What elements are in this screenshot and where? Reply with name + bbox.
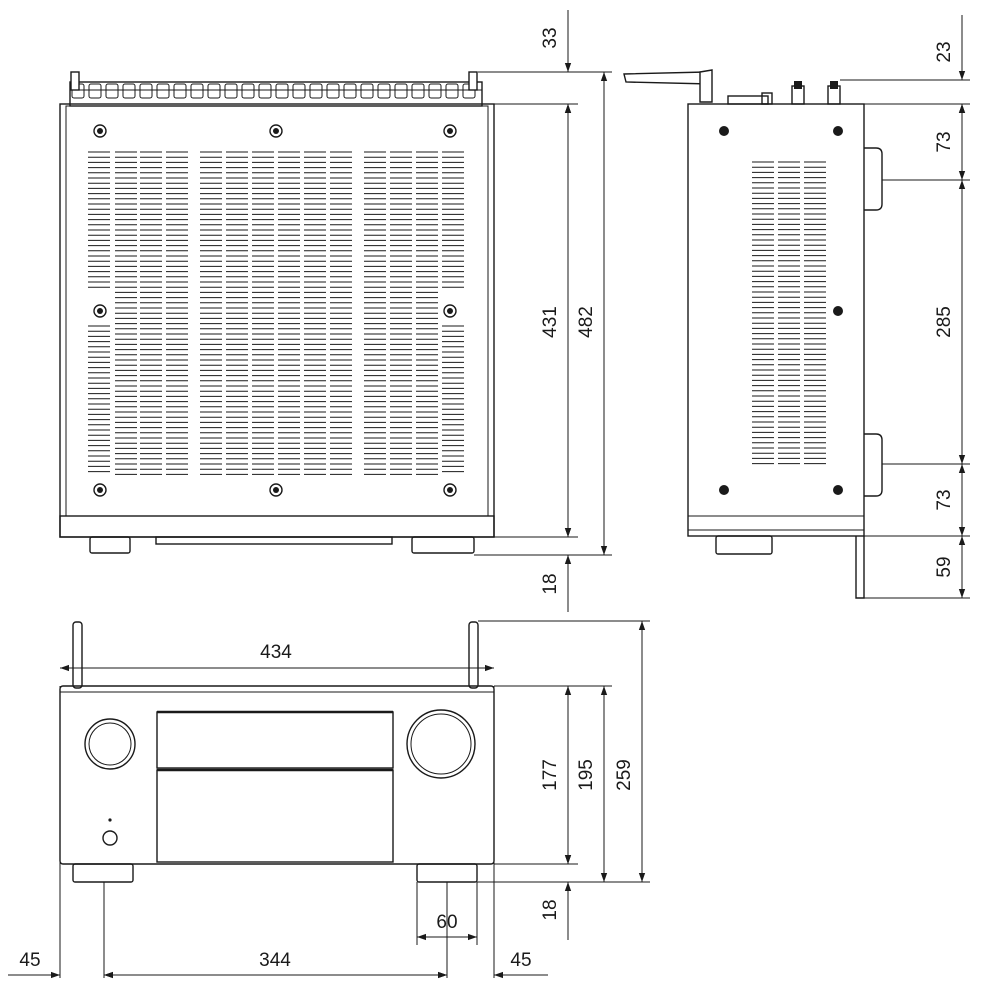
front-display-panel [156, 711, 394, 769]
front-door-panel [156, 769, 394, 863]
dim-front-height-feet-label: 195 [576, 759, 597, 791]
top-foot-right [411, 536, 475, 554]
dim-front-foot-width-label: 60 [436, 912, 457, 933]
top-view: 33 431 482 18 [59, 10, 612, 612]
side-handle-lower [864, 433, 883, 497]
dim-front-foot-height-label: 18 [540, 899, 561, 920]
front-foot-right [416, 863, 478, 883]
front-view: 434 177 195 259 18 60 45 344 45 [8, 620, 650, 979]
dim-total-depth-label: 482 [576, 306, 597, 338]
side-vent-grille [752, 161, 826, 465]
dim-side-middle-label: 285 [934, 306, 955, 338]
dim-front-foot-spacing-label: 344 [259, 950, 291, 971]
front-knob-right [406, 709, 476, 779]
dim-front-width-label: 434 [260, 642, 292, 663]
front-knob-left [84, 718, 136, 770]
rear-terminal-strip [69, 81, 483, 107]
dim-front-right-offset-label: 45 [510, 950, 531, 971]
side-foot [715, 535, 773, 555]
dim-side-top-offset-label: 23 [934, 41, 955, 62]
side-screws [719, 126, 843, 495]
front-power-led [108, 818, 112, 822]
top-vent-grille [88, 151, 464, 475]
dim-side-lower-label: 73 [934, 489, 955, 510]
dim-foot-height-label-top: 18 [540, 573, 561, 594]
top-front-lip [155, 536, 393, 545]
side-top-connectors [727, 81, 841, 105]
front-antenna-right [468, 621, 479, 689]
side-handle-upper [864, 147, 883, 211]
dim-front-body-height-label: 177 [540, 759, 561, 791]
dim-front-height-antenna-label: 259 [614, 759, 635, 791]
front-power-button [102, 830, 118, 846]
dim-front-left-offset-label: 45 [19, 950, 40, 971]
dim-side-bracket-label: 59 [934, 556, 955, 577]
front-antenna-left [72, 621, 83, 689]
top-foot-left [89, 536, 131, 554]
dim-body-depth-label: 431 [540, 306, 561, 338]
dim-top-overhang-label: 33 [540, 27, 561, 48]
side-view: 23 73 285 73 59 [623, 15, 970, 599]
side-front-bracket [855, 536, 865, 599]
top-antenna-left [70, 71, 80, 91]
dim-side-upper-label: 73 [934, 131, 955, 152]
front-foot-left [72, 863, 134, 883]
top-front-panel [59, 515, 495, 538]
top-chassis [59, 103, 495, 538]
side-chassis [687, 103, 865, 537]
side-antenna [623, 71, 711, 85]
top-screws [93, 124, 457, 497]
top-antenna-right [468, 71, 478, 91]
